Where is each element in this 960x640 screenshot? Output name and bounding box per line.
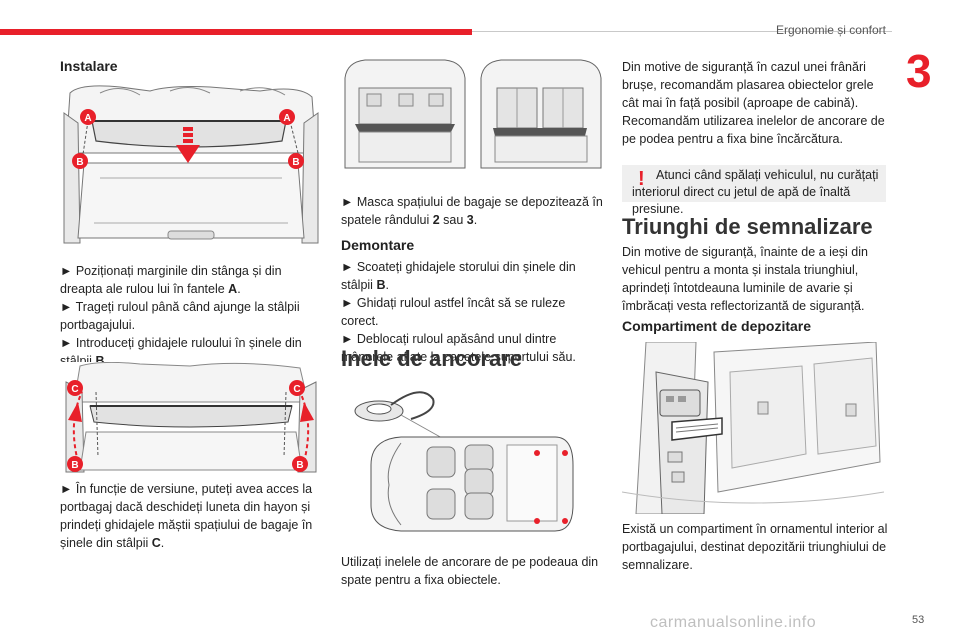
section-title: Ergonomie și confort [775,23,886,37]
removal-title: Demontare [341,237,415,253]
warning-icon: ! [638,168,645,190]
removal-steps: ► Scoateți ghidajele storului din șinele… [341,258,605,366]
label-b-right: B [292,157,299,168]
install-step-1: ► Poziționați marginile din stânga și di… [60,264,282,296]
installation-steps: ► Poziționați marginile din stânga și di… [60,262,324,370]
label-c-left: C [71,384,78,395]
compartment-text: Există un compartiment în ornamentul int… [622,522,888,572]
page-header: Ergonomie și confort [472,23,960,43]
header-accent-bar [0,29,472,35]
figure-rail-guides: C C B B [60,362,322,474]
watermark: carmanualsonline.info [650,614,817,631]
installation-title: Instalare [60,58,118,74]
header-rule [472,31,892,32]
compartment-title: Compartiment de depozitare [622,318,812,334]
figure-install-cover: A A B B [60,83,322,248]
removal-step-3: ► Deblocați ruloul apăsând unul dintre m… [341,332,576,364]
anchor-rings-text: Utilizați inelele de ancorare de pe pode… [341,555,599,587]
triangle-title: Triunghi de semnalizare [622,214,873,239]
chapter-number: 3 [906,45,932,97]
removal-step-2: ► Ghidați ruloul astfel încât să se rule… [341,296,566,328]
anchor-rings-title: Inele de ancorare [341,346,522,371]
warning-text: Atunci când spălați vehiculul, nu curăța… [632,168,879,216]
label-b2-left: B [71,460,78,471]
label-a-left: A [84,113,91,124]
figure-cover-storage [341,58,605,173]
removal-step-1: ► Scoateți ghidajele storului din șinele… [341,260,576,292]
page-number: 53 [912,614,925,626]
warning-box: Atunci când spălați vehiculul, nu curăța… [622,165,886,216]
figure-storage-compartment [622,342,884,514]
label-c-right: C [293,384,300,395]
label-b-left: B [76,157,83,168]
label-b2-right: B [296,460,303,471]
triangle-text: Din motive de siguranță, înainte de a ie… [622,245,868,313]
safety-text: Din motive de siguranță în cazul unei fr… [622,60,885,146]
storage-mask-text: ► Masca spațiului de bagaje se depozitea… [341,195,603,227]
installation-note: ► În funcție de versiune, puteți avea ac… [60,482,313,550]
install-step-2: ► Trageți ruloul până când ajunge la stâ… [60,300,300,332]
figure-anchor-rings [341,385,605,535]
label-a-right: A [283,113,290,124]
